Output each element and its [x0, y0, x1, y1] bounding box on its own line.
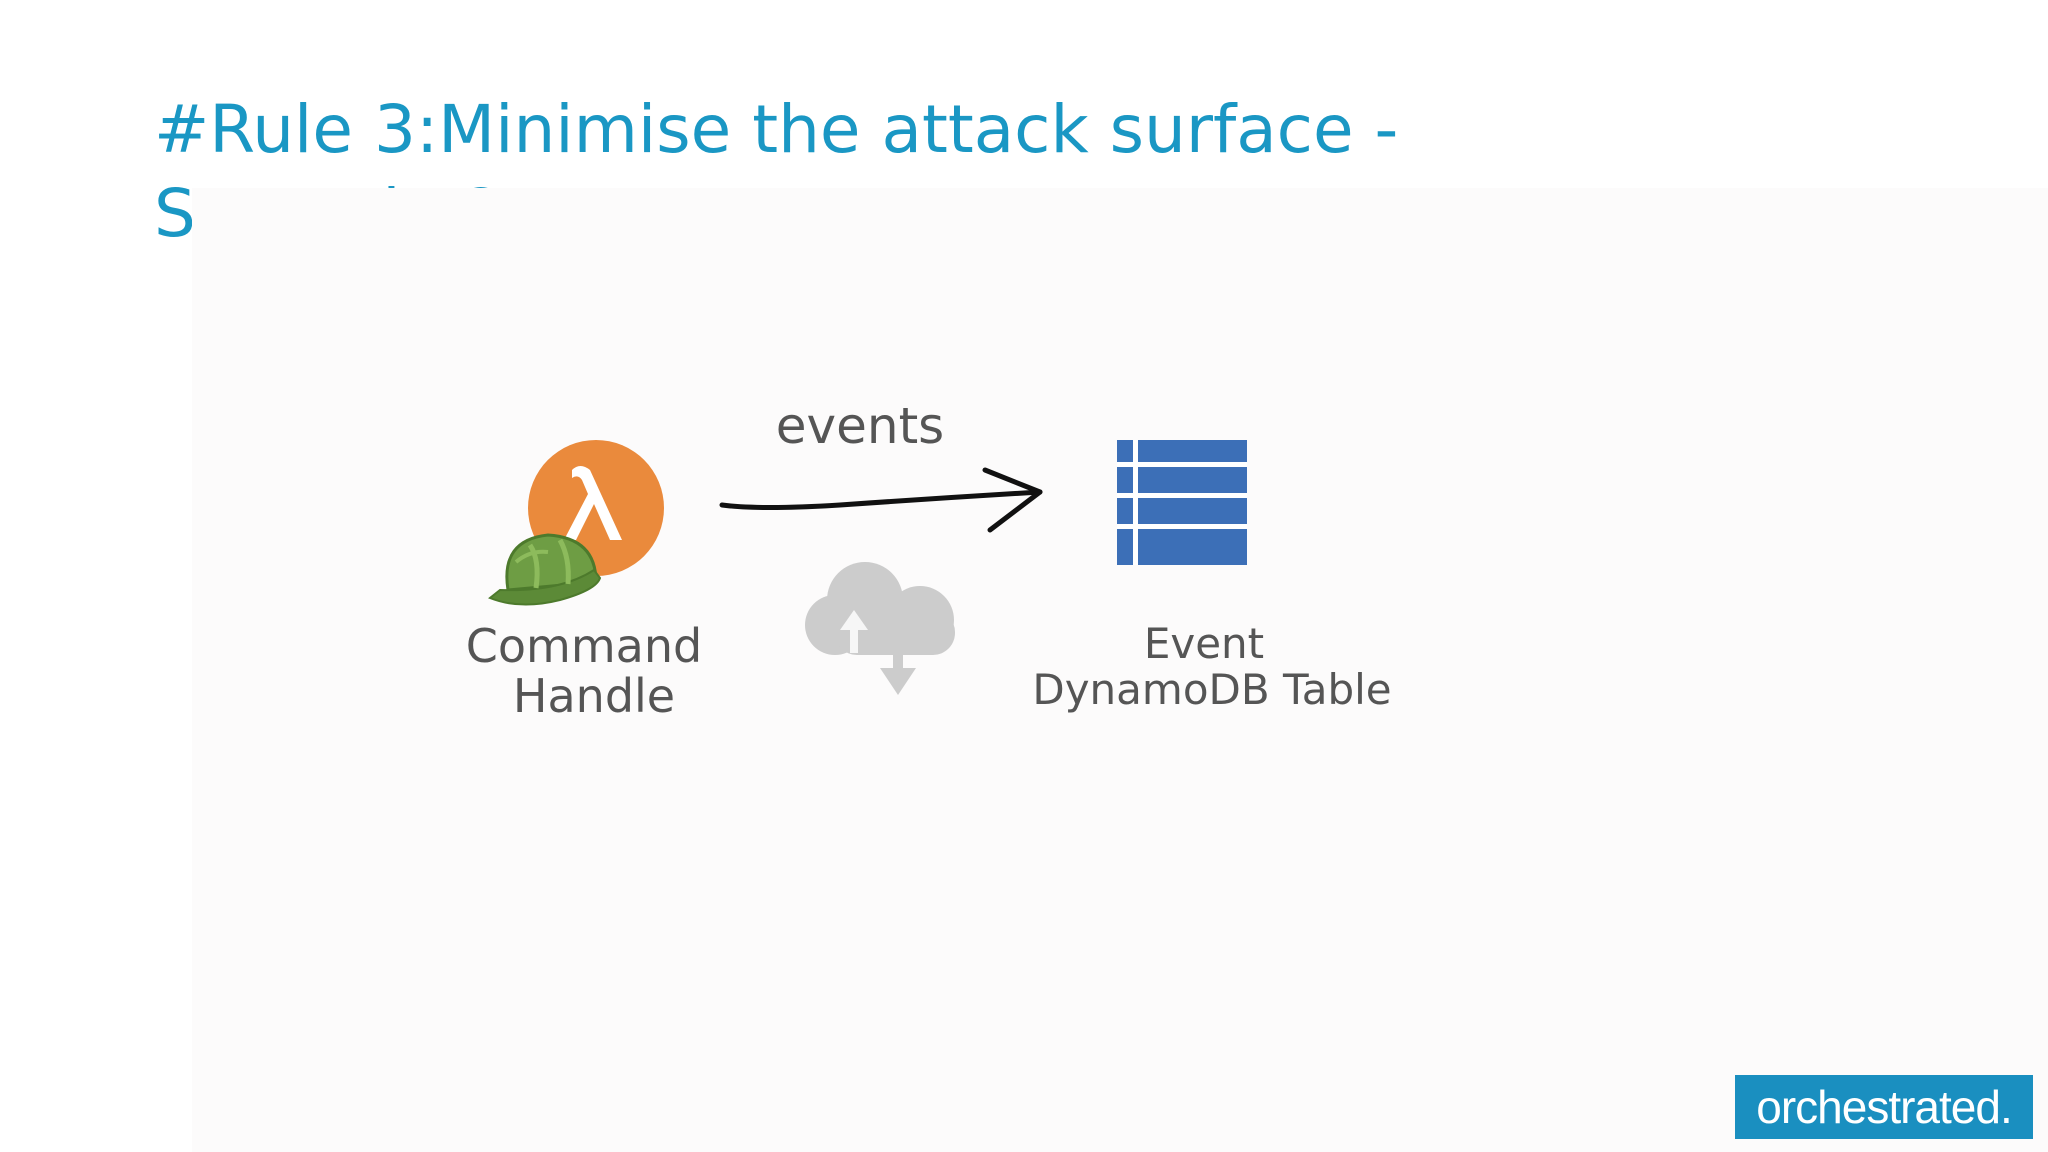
hard-hat-icon [488, 533, 602, 606]
dynamodb-table-icon [1117, 440, 1247, 565]
edge-label-events: events [776, 397, 944, 455]
slide-title-line-1: #Rule 3:Minimise the attack surface - [154, 91, 1399, 168]
orchestrated-logo: orchestrated. [1735, 1075, 2033, 1139]
event-table-label-line-1: Event [1144, 619, 1264, 668]
events-arrow [719, 467, 1043, 533]
diagram-panel [192, 188, 2048, 1152]
command-handle-label-line-2: Handle [513, 669, 675, 723]
event-table-label-line-2: DynamoDB Table [1032, 665, 1391, 714]
command-handle-label-line-1: Command [466, 619, 702, 673]
cloud-upload-download-icon [805, 562, 955, 695]
